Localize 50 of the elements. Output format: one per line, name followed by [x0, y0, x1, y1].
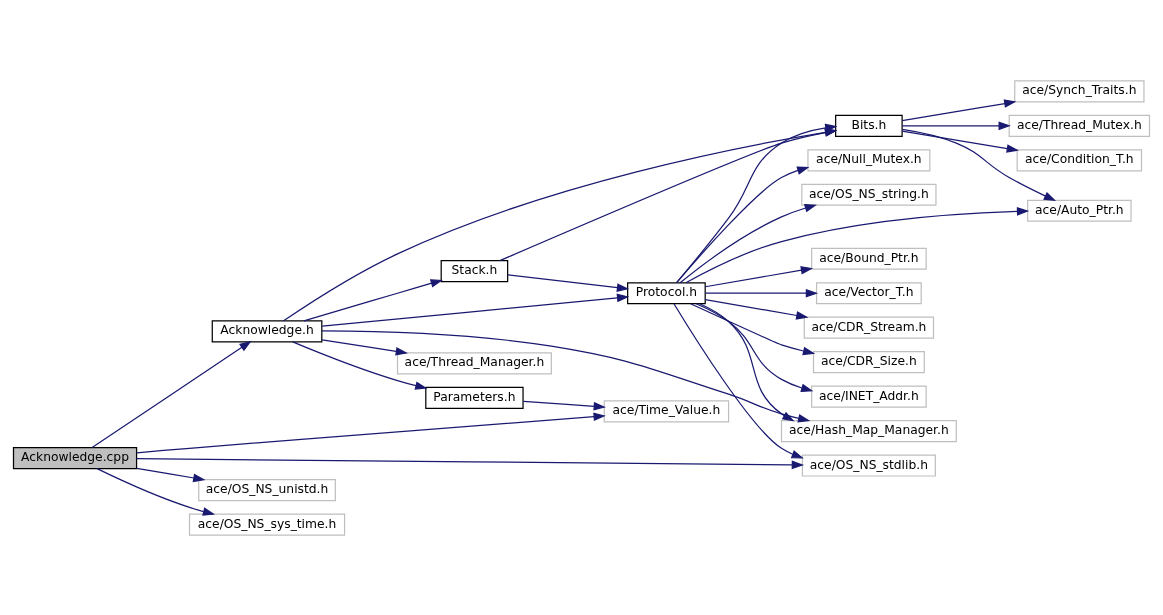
arrow [91, 340, 252, 448]
arrow [303, 278, 443, 321]
node-box: ace/Condition_T.h [1016, 148, 1143, 171]
node-box: Acknowledge.cpp [12, 446, 138, 469]
node-box: ace/OS_NS_unistd.h [198, 478, 336, 501]
node-box: ace/CDR_Size.h [812, 350, 925, 373]
arrow [704, 288, 819, 298]
node-box: ace/OS_NS_string.h [801, 183, 937, 206]
arrow [321, 293, 630, 327]
arrow [699, 302, 795, 421]
arrow [136, 457, 805, 469]
node-box: ace/OS_NS_stdlib.h [801, 453, 936, 477]
arrow [901, 98, 1017, 121]
node-box: ace/OS_NS_sys_time.h [188, 513, 346, 536]
node-box: Bits.h [835, 114, 903, 137]
arrow [901, 121, 1011, 130]
arrow [673, 302, 804, 458]
arrow [283, 127, 838, 321]
node-box: Acknowledge.h [211, 319, 323, 342]
node-box: ace/Time_Value.h [603, 399, 730, 422]
node-box: ace/Auto_Ptr.h [1027, 199, 1132, 222]
arrow [695, 302, 814, 392]
arrow [507, 273, 630, 292]
node-box: ace/Vector_T.h [815, 281, 922, 304]
arrow [321, 338, 408, 356]
node-box: Stack.h [440, 259, 509, 282]
arrow [499, 127, 838, 261]
node-box: ace/Synch_Traits.h [1014, 79, 1145, 102]
arrow [689, 302, 816, 355]
node-box: ace/CDR_Stream.h [803, 316, 935, 339]
arrow [96, 467, 216, 516]
node-box: ace/INET_Addr.h [811, 385, 927, 408]
arrow [685, 206, 1030, 283]
arrow [901, 128, 1057, 201]
arrow [704, 298, 809, 320]
arrow [321, 329, 811, 422]
node-box: ace/Bound_Ptr.h [811, 247, 927, 270]
arrow [292, 340, 428, 390]
node-box: Protocol.h [627, 281, 706, 304]
arrow [679, 203, 817, 283]
node-box: ace/Null_Mutex.h [807, 148, 931, 171]
arrow [704, 265, 814, 287]
node-box: ace/Hash_Map_Manager.h [780, 419, 957, 442]
node-box: Parameters.h [425, 386, 524, 409]
arrow [136, 411, 606, 453]
arrow [522, 400, 606, 411]
arrow [136, 467, 206, 482]
node-box: ace/Thread_Manager.h [396, 351, 552, 374]
node-box: ace/Thread_Mutex.h [1008, 114, 1151, 137]
arrow [901, 130, 1019, 153]
